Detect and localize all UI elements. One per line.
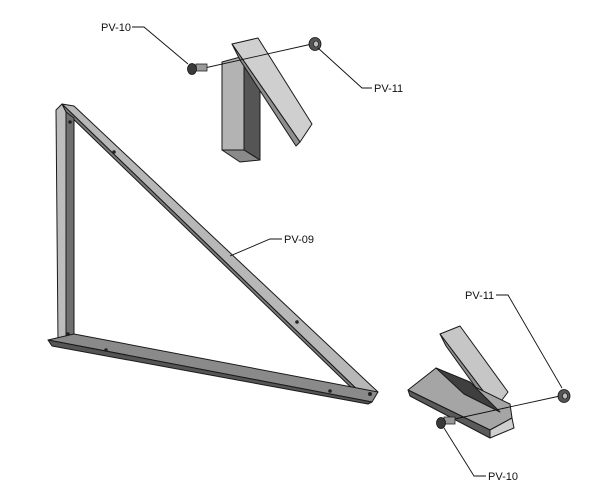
label-pv09: PV-09 — [284, 234, 314, 246]
bottom-bolt-axis — [449, 395, 561, 421]
bottom-channel-end — [489, 417, 515, 439]
leader-pv10-bottom — [443, 427, 486, 477]
top-channel-bottom — [221, 149, 261, 163]
vertical-member — [55, 103, 67, 343]
top-bolt-axis — [199, 43, 313, 70]
frame-hole — [368, 392, 372, 396]
top-inclined-plate-edge — [231, 43, 301, 147]
top-bolt — [187, 63, 208, 75]
bottom-nut — [557, 389, 571, 403]
label-pv11-top: PV-11 — [374, 83, 403, 95]
triangle-frame — [47, 103, 379, 405]
label-pv11-bottom: PV-11 — [465, 290, 494, 302]
leader-pv09 — [229, 238, 282, 257]
frame-hole — [328, 389, 332, 393]
top-bracket-detail — [187, 37, 322, 163]
frame-hole — [295, 320, 299, 324]
label-pv10-bottom: PV-10 — [488, 471, 518, 483]
frame-hole — [104, 348, 108, 352]
label-pv10-top: PV-10 — [101, 22, 131, 34]
leader-pv11-top — [317, 47, 372, 89]
leader-pv10-top — [132, 26, 189, 65]
top-nut — [308, 37, 322, 51]
bottom-bracket-detail — [407, 325, 571, 439]
frame-hole — [68, 120, 72, 124]
bottom-member-edge — [47, 339, 373, 405]
vertical-member-side — [65, 111, 75, 341]
bottom-channel-inner — [435, 367, 501, 413]
leader-pv11-bottom — [496, 294, 563, 389]
leader-lines — [132, 26, 563, 477]
frame-hole — [66, 332, 70, 336]
top-channel-front — [221, 55, 245, 151]
frame-hole — [112, 150, 116, 154]
bottom-bolt — [436, 416, 456, 429]
